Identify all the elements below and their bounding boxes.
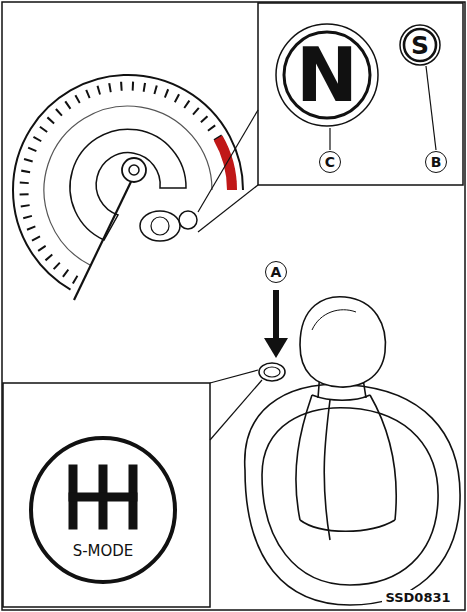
s-mode-indicator: S [399, 24, 441, 66]
outline [28, 435, 178, 585]
inset-frame [258, 3, 463, 185]
indicator-text: S [411, 33, 429, 58]
press-arrow [273, 290, 279, 340]
zoom-line [198, 185, 258, 232]
press-arrow [264, 338, 288, 358]
s-mode-switch-icon: S-MODE [28, 435, 178, 585]
shift-pattern-icon [73, 469, 133, 525]
indicator-text: N [296, 38, 358, 112]
gauge [13, 75, 243, 300]
callout-letter: B [425, 151, 447, 173]
indicator-text: S-MODE [73, 544, 134, 559]
gear-indicator: N [275, 23, 379, 127]
leader-line [329, 128, 330, 150]
zoom-line [210, 380, 262, 440]
s-mode-button [259, 363, 285, 381]
s-mode-button [264, 367, 280, 377]
callout-letter: A [265, 261, 287, 283]
zoom-line [198, 110, 258, 212]
zoom-line [210, 370, 258, 383]
figure-code: SSD0831 [382, 590, 453, 605]
callout-letter: C [319, 151, 341, 173]
inset-frame [3, 383, 210, 607]
gear-shifter [245, 297, 460, 605]
leader-line [426, 66, 436, 150]
